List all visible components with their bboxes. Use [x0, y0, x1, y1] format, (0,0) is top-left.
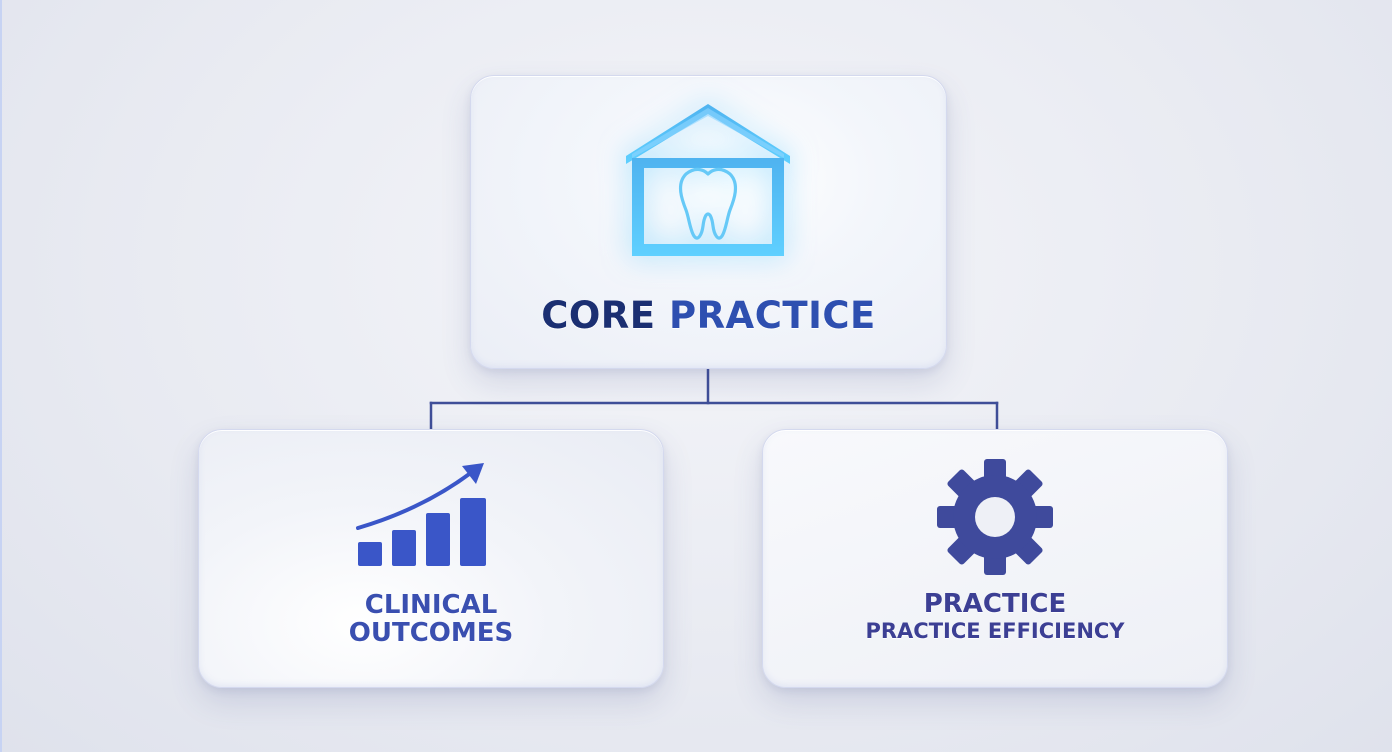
gear-icon [933, 455, 1057, 579]
efficiency-label-line1: PRACTICE [923, 589, 1067, 619]
core-title-word2: PRACTICE [668, 294, 876, 337]
core-title-word1: CORE [541, 294, 656, 337]
clinical-label-line2: OUTCOMES [348, 618, 514, 648]
core-practice-title: CORE PRACTICE [470, 294, 947, 337]
chart-icon-bar-4 [460, 498, 486, 566]
chart-icon-bar-3 [426, 513, 450, 566]
clinical-label-line1: CLINICAL [364, 590, 498, 620]
chart-icon-trend-arrow [356, 470, 474, 530]
growth-bar-chart-icon [352, 458, 492, 576]
chart-icon-bar-2 [392, 530, 416, 566]
house-tooth-icon [618, 98, 798, 268]
efficiency-label-line2: PRACTICE EFFICIENCY [865, 619, 1125, 643]
core-practice-card [470, 75, 947, 369]
chart-icon-bar-1 [358, 542, 382, 566]
